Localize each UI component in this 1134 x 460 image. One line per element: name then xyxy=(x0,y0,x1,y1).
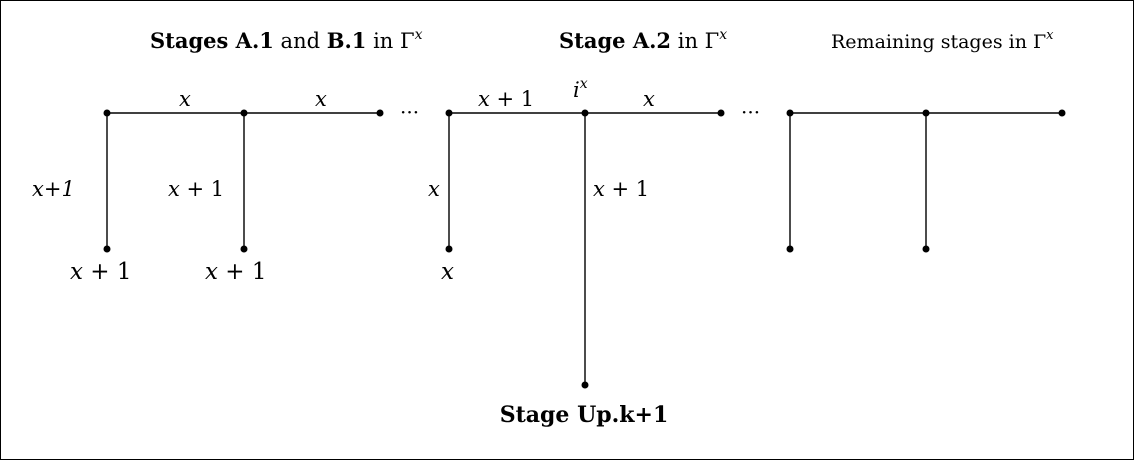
edge-label-vert-3: x xyxy=(428,177,440,201)
edge-label-top-3: x + 1 xyxy=(478,87,534,111)
vertical-edges xyxy=(106,113,927,385)
vertex xyxy=(240,109,248,117)
edge-label-vert-4: x + 1 xyxy=(593,177,649,201)
vertices xyxy=(103,109,1066,389)
vertex-ix xyxy=(581,109,589,117)
leaf-vertex xyxy=(581,381,589,389)
header-stage-a2: Stage A.2 in Γx xyxy=(559,27,727,53)
leaf-label-1: x + 1 xyxy=(70,259,132,285)
edge-label-vert-2: x + 1 xyxy=(168,177,224,201)
vertex-label-ix: ix xyxy=(573,76,588,102)
leaf-vertex xyxy=(103,245,111,253)
edge-label-top-2: x xyxy=(315,87,327,111)
vertex xyxy=(445,109,453,117)
leaf-vertex xyxy=(922,245,930,253)
vertex xyxy=(1058,109,1066,117)
edge-label-top-1: x xyxy=(179,87,191,111)
leaf-label-2: x + 1 xyxy=(205,259,267,285)
leaf-vertex xyxy=(786,245,794,253)
vertex xyxy=(376,109,384,117)
vertex xyxy=(717,109,725,117)
leaf-vertex xyxy=(445,245,453,253)
vertex xyxy=(786,109,794,117)
vertex xyxy=(103,109,111,117)
leaf-vertex xyxy=(240,245,248,253)
leaf-label-3: x xyxy=(441,259,454,285)
edge-label-top-4: x xyxy=(643,87,655,111)
footer-stage-up: Stage Up.k+1 xyxy=(500,402,669,428)
ellipsis-2: ··· xyxy=(741,100,760,124)
ellipsis-1: ··· xyxy=(400,100,419,124)
header-stages-a1-b1: Stages A.1 and B.1 in Γx xyxy=(150,27,423,53)
header-remaining-stages: Remaining stages in Γx xyxy=(831,28,1054,53)
vertex xyxy=(922,109,930,117)
edge-label-vert-1: x+1 xyxy=(32,177,75,201)
